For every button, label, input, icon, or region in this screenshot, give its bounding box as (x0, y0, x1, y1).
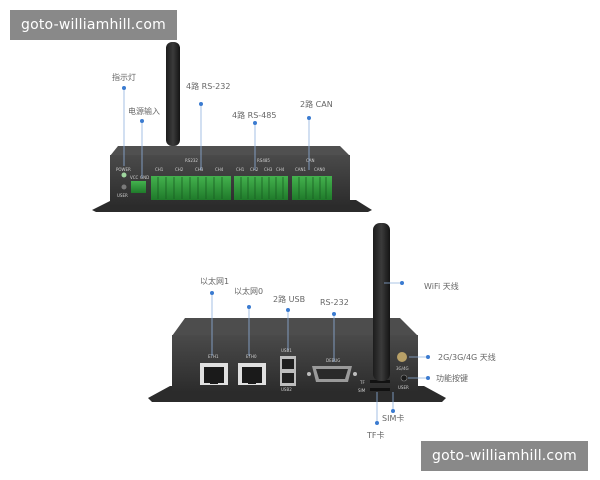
can1-label: CAN1 (295, 167, 307, 172)
callout-eth1: 以太网1 (200, 276, 229, 286)
usb1-label: USB1 (281, 348, 292, 353)
wifi-antenna (373, 223, 390, 381)
sim-slot-label: SIM (358, 388, 366, 393)
usb-ports (280, 356, 296, 386)
callout-usb: 2路 USB (273, 294, 305, 304)
callout-eth0: 以太网0 (234, 286, 263, 296)
rs232-ch4: CH4 (215, 167, 224, 172)
rs485-ch2: CH2 (250, 167, 259, 172)
callout-dot-wifi (400, 281, 404, 285)
user-button-label: USER (398, 385, 409, 390)
user-button (400, 374, 408, 382)
can0-label: CAN0 (314, 167, 326, 172)
callout-dot-eth0 (247, 305, 251, 309)
rs232-ch1: CH1 (155, 167, 164, 172)
user-led-icon (121, 184, 127, 190)
power-led-icon (121, 172, 127, 178)
rs232-group-label: RS232 (185, 158, 198, 163)
vcc-label: VCC (130, 175, 139, 180)
front-top-surface (110, 146, 350, 156)
usb2-label: USB2 (281, 387, 292, 392)
callout-dot-eth1 (210, 291, 214, 295)
watermark-top: goto-williamhill.com (10, 10, 177, 40)
back-top-surface (172, 318, 418, 336)
callout-sim: SIM卡 (382, 413, 404, 423)
callout-power-input: 电源输入 (128, 106, 160, 116)
can-group-label: CAN (306, 158, 315, 163)
rs232-ch3: CH3 (195, 167, 204, 172)
callout-rs232-back: RS-232 (320, 298, 349, 307)
callout-dot-tf (375, 421, 379, 425)
callout-rs485: 4路 RS-485 (232, 110, 276, 120)
rs485-ch1: CH1 (236, 167, 245, 172)
can-terminal-block (292, 176, 332, 200)
rs485-terminal-block (234, 176, 288, 200)
front-antenna (166, 42, 180, 146)
callout-dot-cellular (426, 355, 430, 359)
rs232-terminal-block (151, 176, 231, 200)
callout-function-key: 功能按键 (436, 373, 468, 383)
rs485-ch3: CH3 (264, 167, 273, 172)
front-device: POWER USER VCC GND RS232 RS485 CAN CH1 C… (92, 42, 372, 212)
power-led-label: POWER (116, 167, 131, 172)
callout-indicator: 指示灯 (112, 72, 136, 82)
callout-dot-power-input (140, 119, 144, 123)
callout-tf: TF卡 (366, 430, 385, 440)
ant-label: 3G/4G (396, 366, 409, 371)
eth0-port (238, 363, 266, 385)
watermark-bottom: goto-williamhill.com (421, 441, 588, 471)
rs485-ch4: CH4 (276, 167, 285, 172)
gnd-label: GND (140, 175, 149, 180)
callout-dot-function-key (426, 376, 430, 380)
user-led-label: USER (117, 193, 128, 198)
callout-rs232: 4路 RS-232 (186, 81, 230, 91)
cellular-antenna-connector (397, 352, 407, 362)
callout-dot-rs485 (253, 121, 257, 125)
back-device: ETH1 ETH0 USB1 USB2 DEBUG 3G/4G USER TF … (148, 223, 496, 440)
debug-db9-port (307, 366, 357, 382)
debug-label: DEBUG (326, 358, 340, 363)
eth1-port (200, 363, 228, 385)
eth0-label: ETH0 (246, 354, 257, 359)
power-terminal (131, 181, 146, 193)
callout-dot-rs232-back (332, 312, 336, 316)
callout-wifi: WiFi 天线 (424, 281, 459, 291)
callout-dot-usb (286, 308, 290, 312)
callout-dot-can (307, 116, 311, 120)
sim-slot (370, 388, 390, 391)
eth1-label: ETH1 (208, 354, 219, 359)
tf-slot (370, 380, 390, 383)
callout-cellular: 2G/3G/4G 天线 (438, 352, 496, 362)
callout-dot-rs232 (199, 102, 203, 106)
rs485-group-label: RS485 (257, 158, 270, 163)
callout-dot-sim (391, 409, 395, 413)
callout-dot-indicator (122, 86, 126, 90)
callout-can: 2路 CAN (300, 99, 333, 109)
rs232-ch2: CH2 (175, 167, 184, 172)
tf-slot-label: TF (359, 380, 365, 385)
